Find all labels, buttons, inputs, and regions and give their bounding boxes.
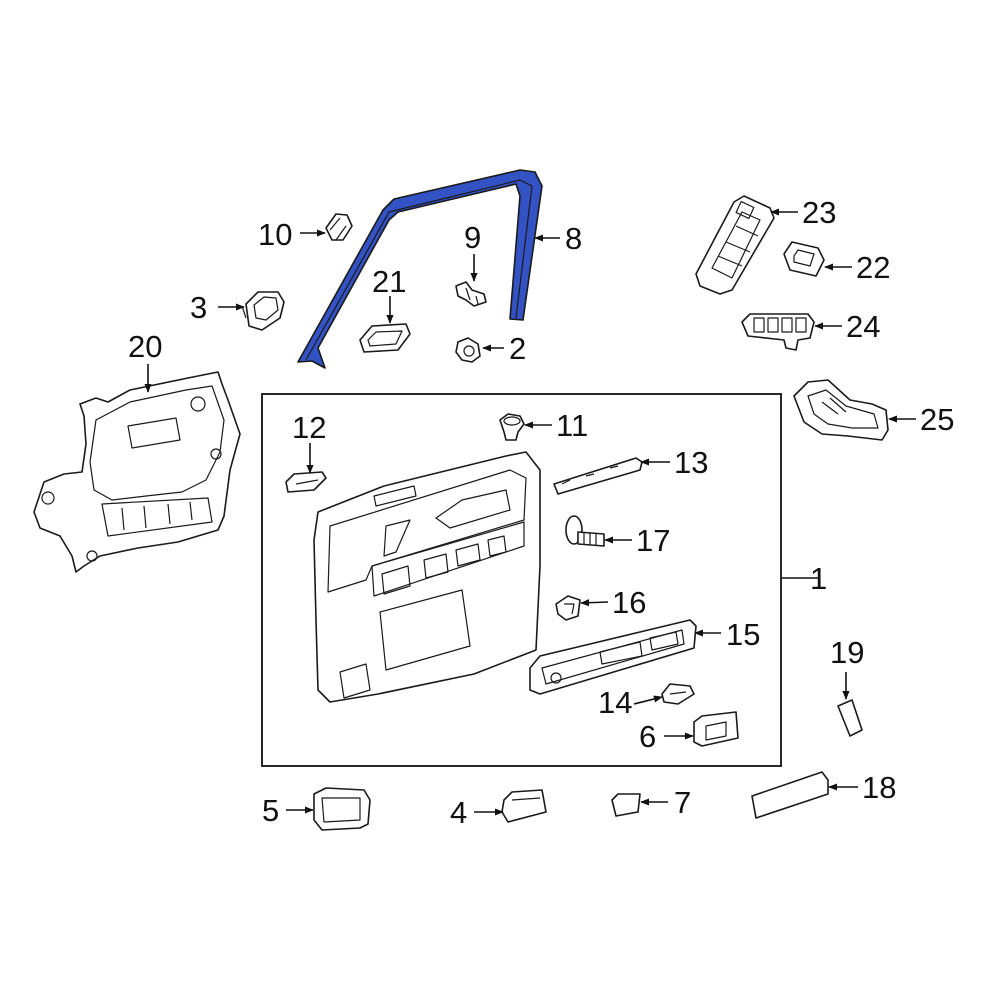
callout-1: 1 [810,561,827,596]
callout-25: 25 [920,402,954,437]
callout-5: 5 [262,793,279,828]
part-19-strip[interactable] [837,699,863,737]
part-12-clip[interactable] [285,471,327,493]
callout-12: 12 [292,410,326,445]
callout-10: 10 [258,217,292,252]
part-9-pin[interactable] [455,281,487,307]
part-13-trim-strip[interactable] [553,457,643,495]
callout-8: 8 [565,221,582,256]
callout-11: 11 [556,408,588,443]
part-10-clip[interactable] [325,213,353,241]
part-17-screw[interactable] [565,515,605,547]
callout-4: 4 [450,795,467,830]
part-15-armrest-trim[interactable] [529,619,697,695]
callout-19: 19 [830,635,864,670]
part-18-panel-strip[interactable] [751,771,829,819]
part-2-grommet[interactable] [455,337,481,363]
part-24-switch-base[interactable] [741,313,815,351]
part-25-handle-bezel[interactable] [793,379,889,441]
callout-3: 3 [190,290,207,325]
callout-22: 22 [856,250,890,285]
part-21-bezel[interactable] [359,323,411,353]
callout-16: 16 [612,585,646,620]
callout-23: 23 [802,195,836,230]
callout-9: 9 [464,220,481,255]
callout-15: 15 [726,617,760,652]
leader-lines [144,208,916,816]
part-8-run-channel[interactable] [297,169,543,369]
callout-24: 24 [846,309,880,344]
part-14-clip[interactable] [661,683,695,705]
run-channel-shape [297,169,543,369]
callout-18: 18 [862,770,896,805]
part-3-bracket[interactable] [241,291,285,331]
part-1-door-trim-panel[interactable] [313,451,541,703]
callout-7: 7 [674,785,691,820]
callout-13: 13 [674,445,708,480]
part-20-carrier[interactable] [33,371,241,573]
callout-17: 17 [636,523,670,558]
part-16-bracket[interactable] [555,595,581,621]
part-7-cap[interactable] [611,793,641,817]
callout-2: 2 [509,331,526,366]
callout-6: 6 [639,719,656,754]
part-22-switch[interactable] [783,241,825,277]
callout-labels: 1 2 3 4 5 6 7 8 9 10 11 12 13 14 15 16 1… [128,195,954,830]
part-6-switch[interactable] [693,711,739,747]
part-23-master-switch[interactable] [695,195,775,295]
callout-20: 20 [128,329,162,364]
callout-21: 21 [372,264,406,299]
part-5-trim[interactable] [313,787,371,831]
run-channel-edge [305,179,533,361]
callout-14: 14 [598,685,632,720]
part-4-cover[interactable] [501,789,547,823]
assembly-frame [261,393,782,767]
part-11-nut[interactable] [499,413,525,441]
